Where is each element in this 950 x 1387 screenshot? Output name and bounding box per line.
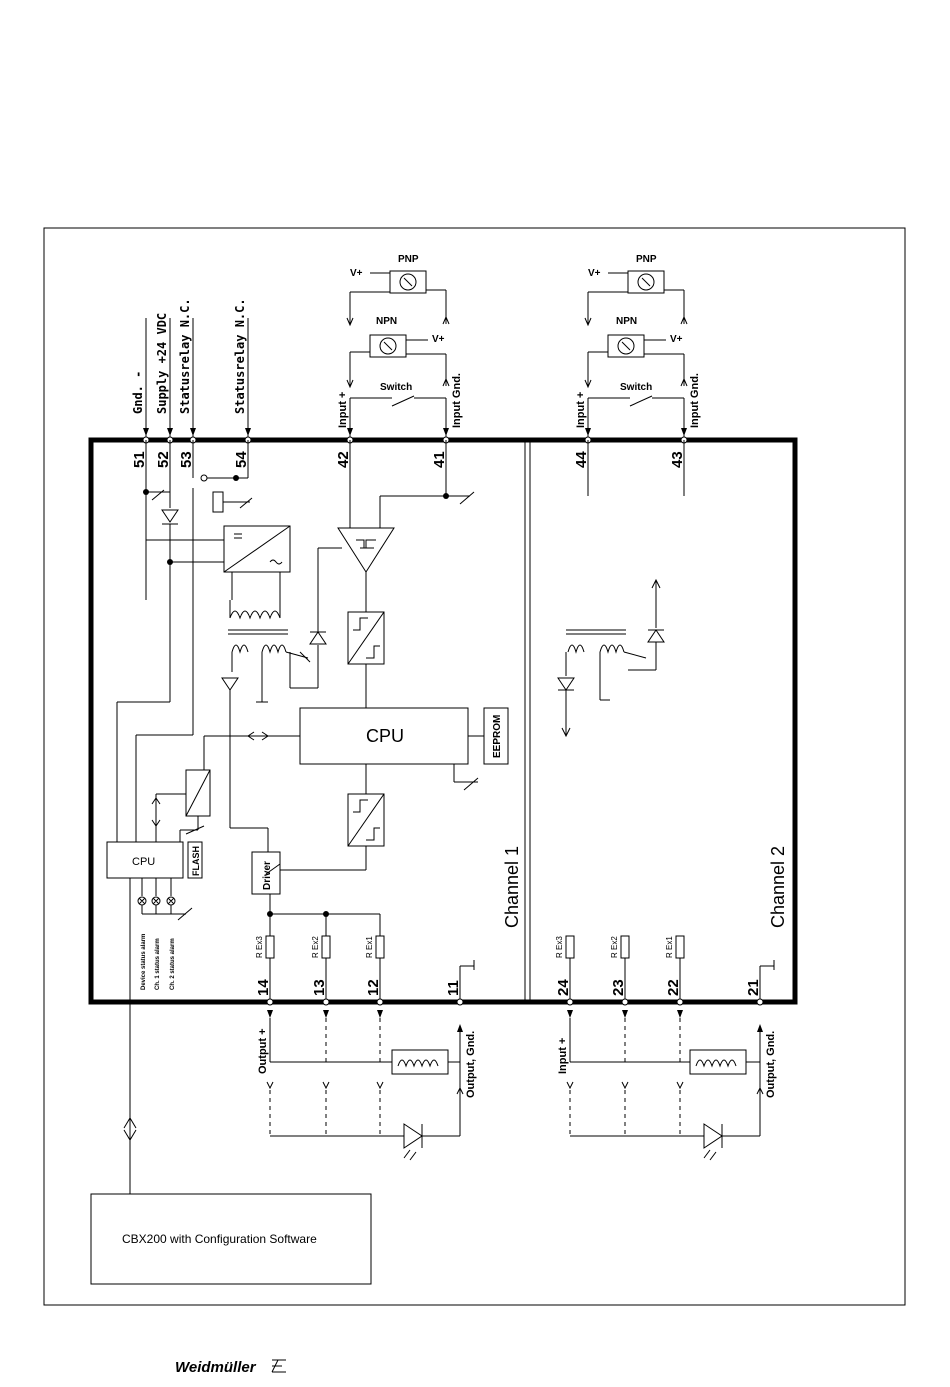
ch1-pnp-label: PNP <box>398 254 419 265</box>
ch1-resistor-2 <box>321 935 331 959</box>
terminal-54-label: Statusrelay N.C. <box>233 298 247 414</box>
led-label-ch2: Ch. 2 status alarm <box>170 938 176 990</box>
ch1-pnp-vplus: V+ <box>350 268 363 279</box>
driver-label: Driver <box>262 861 273 890</box>
top-terminal-group: Gnd. - Supply +24 VDC Statusrelay N.C. S… <box>131 298 253 513</box>
terminal-11-num: 11 <box>445 980 462 996</box>
flash-block <box>187 841 203 879</box>
led-label-ch1: Ch. 1 status alarm <box>155 938 161 990</box>
channel1-internals: CPU EEPROM Driver R Ex3 R Ex2 R Ex1 <box>203 440 522 1000</box>
channel1-sensor-group: PNP V+ NPN V+ Switch Input + Input Gnd. … <box>335 254 463 468</box>
ch2-pnp-vplus: V+ <box>588 268 601 279</box>
eeprom-block <box>483 707 509 765</box>
terminal-42-num: 42 <box>335 451 352 468</box>
terminal-41-num: 41 <box>431 451 448 468</box>
ch2-r-ex2-label: R Ex2 <box>610 936 619 958</box>
ch1-switch-label: Switch <box>380 382 412 393</box>
ch2-output-led <box>703 1123 723 1149</box>
footer-logo-icon <box>271 1359 286 1373</box>
ch1-r-ex3-label: R Ex3 <box>255 936 264 958</box>
cpu-small-block <box>106 841 184 879</box>
ch2-npn-vplus: V+ <box>670 334 683 345</box>
terminal-21-num: 21 <box>745 979 762 996</box>
cpu-main-block <box>299 707 469 765</box>
ch2-resistor-3 <box>565 935 575 959</box>
input-amplifier <box>337 527 395 573</box>
ch1-isolator-lower <box>347 793 385 847</box>
ch2-r-ex3-label: R Ex3 <box>555 936 564 958</box>
ch2-resistor-2 <box>620 935 630 959</box>
channel1-label: Channel 1 <box>502 846 522 928</box>
eeprom-label: EEPROM <box>492 715 503 758</box>
channel1-output-group: 14 13 12 11 Output + Output, Gnd. <box>255 979 477 1161</box>
terminal-54-num: 54 <box>233 451 250 468</box>
ch1-output-gnd-label: Output, Gnd. <box>465 1031 477 1098</box>
ch1-resistor-3 <box>265 935 275 959</box>
ch2-resistor-1 <box>675 935 685 959</box>
ch1-resistor-1 <box>375 935 385 959</box>
ch1-npn-vplus: V+ <box>432 334 445 345</box>
ch2-switch-label: Switch <box>620 382 652 393</box>
driver-block <box>251 851 281 895</box>
channel2-internals: Channel 2 R Ex3 R Ex2 R Ex1 <box>555 578 788 1000</box>
ch2-pnp-label: PNP <box>636 254 657 265</box>
ch1-r-ex1-label: R Ex1 <box>365 936 374 958</box>
power-supply-section <box>116 440 342 852</box>
terminal-23-num: 23 <box>610 979 627 996</box>
footer-logo-text: Weidmüller <box>175 1359 257 1376</box>
terminal-24-num: 24 <box>555 979 572 996</box>
config-link <box>123 1117 137 1141</box>
ch2-r-ex1-label: R Ex1 <box>665 936 674 958</box>
cpu-small-label: CPU <box>132 856 155 868</box>
terminal-22-num: 22 <box>665 979 682 996</box>
ch1-output-plus-label: Output + <box>257 1028 269 1074</box>
flash-label: FLASH <box>191 846 201 876</box>
ch1-input-plus-label: Input + <box>337 392 349 428</box>
relay-coil <box>212 491 224 513</box>
channel2-label: Channel 2 <box>768 846 788 928</box>
channel2-output-group: 24 23 22 21 Input + Output, Gnd. <box>555 979 777 1161</box>
status-cpu-section: CPU FLASH Device status alarm Ch. 1 stat… <box>106 769 211 1194</box>
terminal-53-label: Statusrelay N.C. <box>178 298 192 414</box>
ch2-npn-sensor <box>607 334 645 358</box>
ch1-input-gnd-label: Input Gnd. <box>451 373 463 428</box>
ch1-isolator-upper <box>347 611 385 665</box>
config-software-label: CBX200 with Configuration Software <box>122 1232 317 1246</box>
terminal-52-label: Supply +24 VDC <box>155 313 169 414</box>
ch2-pnp-sensor <box>627 270 665 294</box>
page-frame <box>43 227 906 1306</box>
ch1-pnp-sensor <box>389 270 427 294</box>
ch2-input-gnd-label: Input Gnd. <box>689 373 701 428</box>
ch2-input-plus-label: Input + <box>575 392 587 428</box>
terminal-51-label: Gnd. - <box>131 371 145 414</box>
ch2-output-gnd-label: Output, Gnd. <box>765 1031 777 1098</box>
ch2-output-plus-label: Input + <box>557 1038 569 1074</box>
config-software-box <box>90 1193 372 1285</box>
terminal-13-num: 13 <box>311 979 328 996</box>
terminal-44-num: 44 <box>573 451 590 468</box>
terminal-14-num: 14 <box>255 979 272 996</box>
ch1-r-ex2-label: R Ex2 <box>311 936 320 958</box>
terminal-43-num: 43 <box>669 451 686 468</box>
terminal-51-num: 51 <box>131 451 148 468</box>
terminal-53-num: 53 <box>178 451 195 468</box>
terminal-52-num: 52 <box>155 451 172 468</box>
ch2-npn-label: NPN <box>616 316 637 327</box>
cpu-main-label: CPU <box>366 726 404 746</box>
ch1-output-led <box>403 1123 423 1149</box>
ch1-npn-label: NPN <box>376 316 397 327</box>
channel2-sensor-group: PNP V+ NPN V+ Switch Input + Input Gnd. … <box>573 254 701 496</box>
ch1-npn-sensor <box>369 334 407 358</box>
terminal-12-num: 12 <box>365 979 382 996</box>
led-label-device: Device status alarm <box>141 934 147 990</box>
